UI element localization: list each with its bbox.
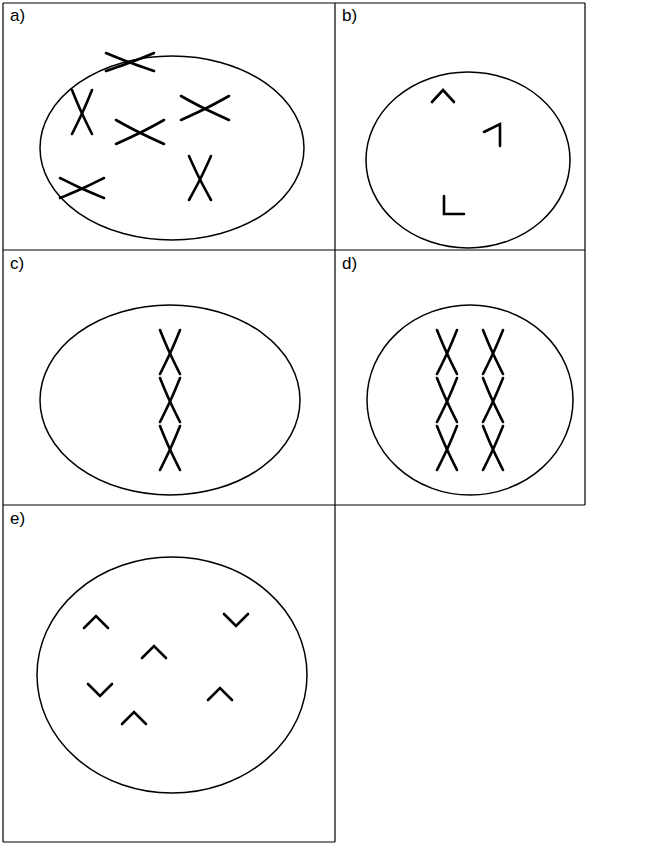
- table-rule: [334, 3, 335, 842]
- cell-outline: [37, 557, 307, 793]
- table-rule: [3, 2, 585, 3]
- cell-label: c): [10, 254, 24, 274]
- cell-outline: [40, 305, 300, 495]
- chromatid: [122, 712, 146, 724]
- chromosome: [106, 53, 154, 71]
- cell-label: b): [342, 6, 357, 26]
- chromatid: [444, 196, 464, 214]
- table-rule: [3, 841, 335, 842]
- chromosome: [437, 378, 457, 422]
- chromosome: [437, 330, 457, 374]
- chromatid: [84, 616, 108, 628]
- cell-outline: [366, 72, 570, 248]
- chromatid: [432, 90, 454, 102]
- chromosome: [483, 426, 503, 470]
- chromosome: [60, 178, 104, 198]
- chromosome: [160, 330, 180, 374]
- chromosome: [483, 378, 503, 422]
- chromosome: [116, 120, 164, 144]
- table-rule: [2, 3, 3, 842]
- chromatid: [224, 614, 248, 626]
- chromosome: [72, 90, 92, 134]
- chromatid: [142, 646, 166, 658]
- cell-label: d): [342, 254, 357, 274]
- chromosome: [181, 96, 229, 120]
- chromosome: [160, 378, 180, 422]
- chromatid: [208, 688, 232, 700]
- cell-outline: [40, 56, 304, 240]
- cell-outline: [367, 305, 573, 495]
- cell-label: a): [10, 6, 25, 26]
- table-rule: [584, 3, 585, 505]
- chromosome: [160, 426, 180, 470]
- chromatid: [88, 684, 112, 696]
- table-rule: [3, 249, 585, 250]
- cell-label: e): [10, 509, 25, 529]
- table-rule: [3, 504, 585, 505]
- chromosome: [437, 426, 457, 470]
- chromosome: [483, 330, 503, 374]
- chromosome: [189, 156, 211, 200]
- chromatid: [484, 124, 500, 146]
